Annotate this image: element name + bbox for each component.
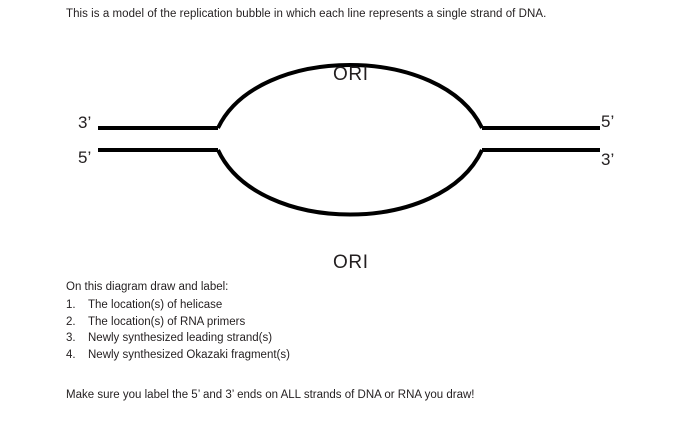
list-item-number: 2. <box>66 315 76 328</box>
list-item-number: 3. <box>66 332 76 344</box>
intro-text: This is a model of the replication bubbl… <box>66 8 547 20</box>
list-item: 3. Newly synthesized leading strand(s) <box>66 330 626 347</box>
instructions-block: On this diagram draw and label: 1. The l… <box>66 279 626 363</box>
instructions-heading: On this diagram draw and label: <box>66 281 229 293</box>
strand-end-label-top-left: 3’ <box>78 113 92 132</box>
list-item-text: The location(s) of helicase <box>88 299 223 311</box>
strand-end-label-top-right: 5’ <box>601 112 615 131</box>
instructions-list: 1. The location(s) of helicase 2. The lo… <box>66 297 626 363</box>
list-item: 2. The location(s) of RNA primers <box>66 314 626 331</box>
list-item: 1. The location(s) of helicase <box>66 297 626 314</box>
ori-top-label: ORI <box>333 64 369 85</box>
strand-end-label-bottom-left: 5’ <box>78 148 92 167</box>
bubble-lower-arc <box>216 149 484 217</box>
list-item: 4. Newly synthesized Okazaki fragment(s) <box>66 347 626 364</box>
list-item-number: 1. <box>66 299 76 311</box>
bubble-upper-arc <box>216 63 484 129</box>
strand-end-label-bottom-right: 3’ <box>601 150 615 169</box>
replication-bubble-svg <box>98 63 600 217</box>
list-item-text: Newly synthesized leading strand(s) <box>88 332 273 344</box>
list-item-text: The location(s) of RNA primers <box>88 315 246 328</box>
ori-bottom-label: ORI <box>333 252 369 273</box>
list-item-number: 4. <box>66 348 76 361</box>
list-item-text: Newly synthesized Okazaki fragment(s) <box>88 348 290 361</box>
replication-bubble-diagram: ORI ORI <box>0 28 700 273</box>
closing-text: Make sure you label the 5’ and 3’ ends o… <box>66 389 475 401</box>
